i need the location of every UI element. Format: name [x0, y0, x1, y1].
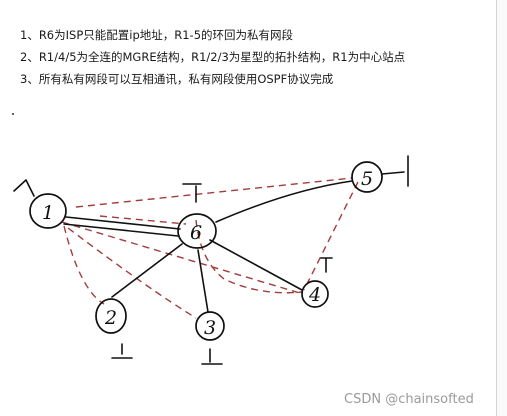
r4-top-mark: [320, 257, 333, 273]
router-r3: 3: [195, 311, 225, 365]
requirement-1: 1、R6为ISP只能配置ip地址，R1-5的环回为私有网段: [20, 28, 294, 42]
watermark: CSDN @chainsofted: [344, 392, 474, 407]
requirement-2: 2、R1/4/5为全连的MGRE结构，R1/2/3为星型的拓扑结构，R1为中心站…: [20, 50, 406, 64]
link-r1-r2-dashed: [63, 225, 105, 305]
link-r1-r4-dashed: [61, 221, 304, 295]
r1-circle: [29, 193, 67, 229]
link-r6-r4: [209, 239, 303, 291]
router-r6: 6: [177, 183, 217, 249]
link-r1-r5-dashed: [75, 177, 353, 208]
r4-label: 4: [308, 284, 321, 306]
r2-loopback-mark: [111, 343, 133, 359]
r5-circle: [351, 161, 383, 193]
stray-dot: [12, 113, 14, 115]
link-r5-r4-dashed: [303, 181, 359, 291]
link-r6-r5: [215, 180, 353, 223]
router-r4: 4: [301, 257, 333, 308]
r5-label: 5: [361, 168, 373, 190]
r2-label: 2: [104, 307, 117, 329]
link-r1-r6-dashed: [99, 215, 187, 225]
requirement-3: 3、所有私有网段可以互相通讯，私有网段使用OSPF协议完成: [20, 72, 334, 86]
r6-label: 6: [190, 222, 202, 244]
link-r1-r6: [65, 216, 181, 230]
router-r2: 2: [95, 298, 133, 359]
r1-label: 1: [42, 202, 54, 224]
r3-label: 3: [204, 317, 216, 339]
link-r6-r2: [111, 243, 183, 298]
r1-loopback-mark: [13, 179, 35, 197]
r5-loopback-mark: [381, 155, 409, 187]
physical-links: [63, 180, 353, 313]
r2-circle: [95, 298, 127, 334]
r3-loopback-mark: [201, 348, 223, 365]
router-r1: 1: [13, 179, 67, 229]
link-r6-r4-dashed: [195, 219, 303, 294]
router-r5: 5: [351, 155, 409, 193]
link-r1-r3-dashed: [67, 227, 197, 319]
r6-top-mark: [182, 183, 202, 203]
link-r1-r6-second: [63, 223, 179, 237]
page-edge-border: [496, 0, 507, 416]
tunnel-links: [61, 177, 359, 319]
r3-circle: [195, 311, 225, 341]
link-r6-r3: [197, 249, 209, 313]
r4-circle: [301, 280, 329, 308]
r6-circle: [177, 213, 217, 249]
